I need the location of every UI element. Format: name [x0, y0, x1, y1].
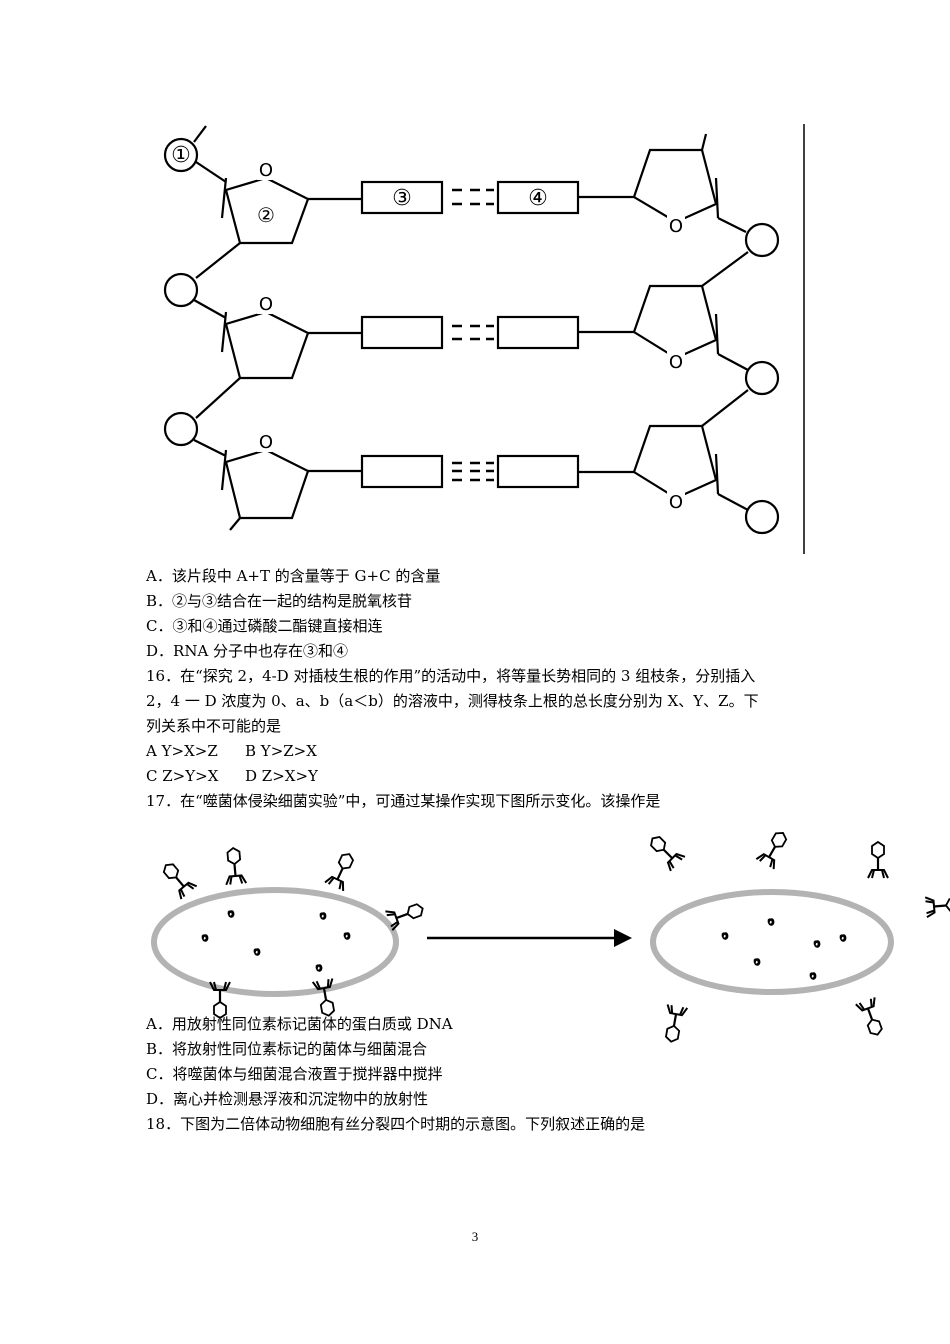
label-4: ④ — [528, 186, 548, 211]
label-1: ① — [171, 143, 191, 168]
oxygen-label: O — [259, 294, 273, 315]
q17-option-d: D．离心并检测悬浮液和沉淀物中的放射性 — [146, 1090, 429, 1108]
arrow-right-icon — [614, 929, 632, 947]
q16-stem-line-2: 2，4 一 D 浓度为 0、a、b（a＜b）的溶液中，测得枝条上根的总长度分别为… — [146, 692, 759, 710]
phosphate-circle-5 — [744, 360, 780, 396]
phage-attached — [157, 857, 198, 901]
base-right-2 — [496, 315, 580, 350]
bacterium-right — [650, 889, 894, 995]
phage-free — [644, 830, 687, 873]
q15-option-c: C．③和④通过磷酸二酯键直接相连 — [146, 617, 383, 635]
q18-stem: 18．下图为二倍体动物细胞有丝分裂四个时期的示意图。下列叙述正确的是 — [146, 1115, 646, 1133]
q17-option-c: C．将噬菌体与细菌混合液置于搅拌器中搅拌 — [146, 1065, 443, 1083]
phosphate-circle-1 — [163, 137, 199, 173]
q15-option-b: B．②与③结合在一起的结构是脱氧核苷 — [146, 592, 413, 610]
oxygen-label: O — [259, 432, 273, 453]
oxygen-label: O — [669, 492, 683, 513]
q16-stem-line-1: 16．在“探究 2，4-D 对插枝生根的作用”的活动中，将等量长势相同的 3 组… — [146, 667, 756, 685]
left-sugar-1 — [220, 176, 362, 245]
q15-option-d: D．RNA 分子中也存在③和④ — [146, 642, 349, 660]
phage-free — [866, 840, 890, 880]
q16-option-c: C Z>Y>X — [146, 767, 219, 785]
phage-free — [924, 893, 950, 919]
dna-structure-diagram: ① ② ③ ④ O O O O O O — [163, 124, 805, 554]
base-left-3 — [360, 454, 444, 489]
right-sugar-2 — [578, 284, 720, 360]
phosphate-circle-3 — [163, 411, 199, 447]
phage-attached — [222, 846, 248, 886]
oxygen-label: O — [259, 160, 273, 181]
base-left-2 — [360, 315, 444, 350]
phosphate-circle-2 — [163, 272, 199, 308]
base-3-box — [360, 180, 444, 215]
bacterium-left — [151, 887, 399, 997]
oxygen-label: O — [669, 216, 683, 237]
q17-option-a: A．用放射性同位素标记菌体的蛋白质或 DNA — [146, 1015, 453, 1033]
q16-option-a: A Y>X>Z — [146, 742, 218, 760]
q16-option-b: B Y>Z>X — [245, 742, 317, 760]
label-3: ③ — [392, 186, 412, 211]
right-sugar-3 — [578, 424, 720, 500]
oxygen-label: O — [669, 352, 683, 373]
left-sugar-2 — [220, 310, 362, 380]
page-number: 3 — [471, 1229, 479, 1244]
base-right-3 — [496, 454, 580, 489]
phosphate-circle-6 — [744, 499, 780, 535]
q15-option-a: A．该片段中 A+T 的含量等于 G+C 的含量 — [146, 567, 441, 585]
label-2: ② — [257, 203, 275, 227]
q16-option-d: D Z>X>Y — [245, 767, 318, 785]
left-sugar-3 — [220, 448, 362, 520]
phage-attached — [323, 848, 360, 893]
phage-free — [755, 826, 793, 871]
right-sugar-1 — [578, 133, 720, 224]
phage-infection-diagram — [151, 826, 950, 1045]
phage-free — [854, 996, 889, 1040]
q16-stem-line-3: 列关系中不可能的是 — [146, 717, 282, 735]
phage-free — [660, 1003, 689, 1045]
q17-stem: 17．在“噬菌体侵染细菌实验”中，可通过某操作实现下图所示变化。该操作是 — [146, 792, 661, 810]
q17-option-b: B．将放射性同位素标记的菌体与细菌混合 — [146, 1040, 428, 1058]
phage-attached — [384, 897, 428, 932]
phosphate-circle-4 — [744, 222, 780, 258]
